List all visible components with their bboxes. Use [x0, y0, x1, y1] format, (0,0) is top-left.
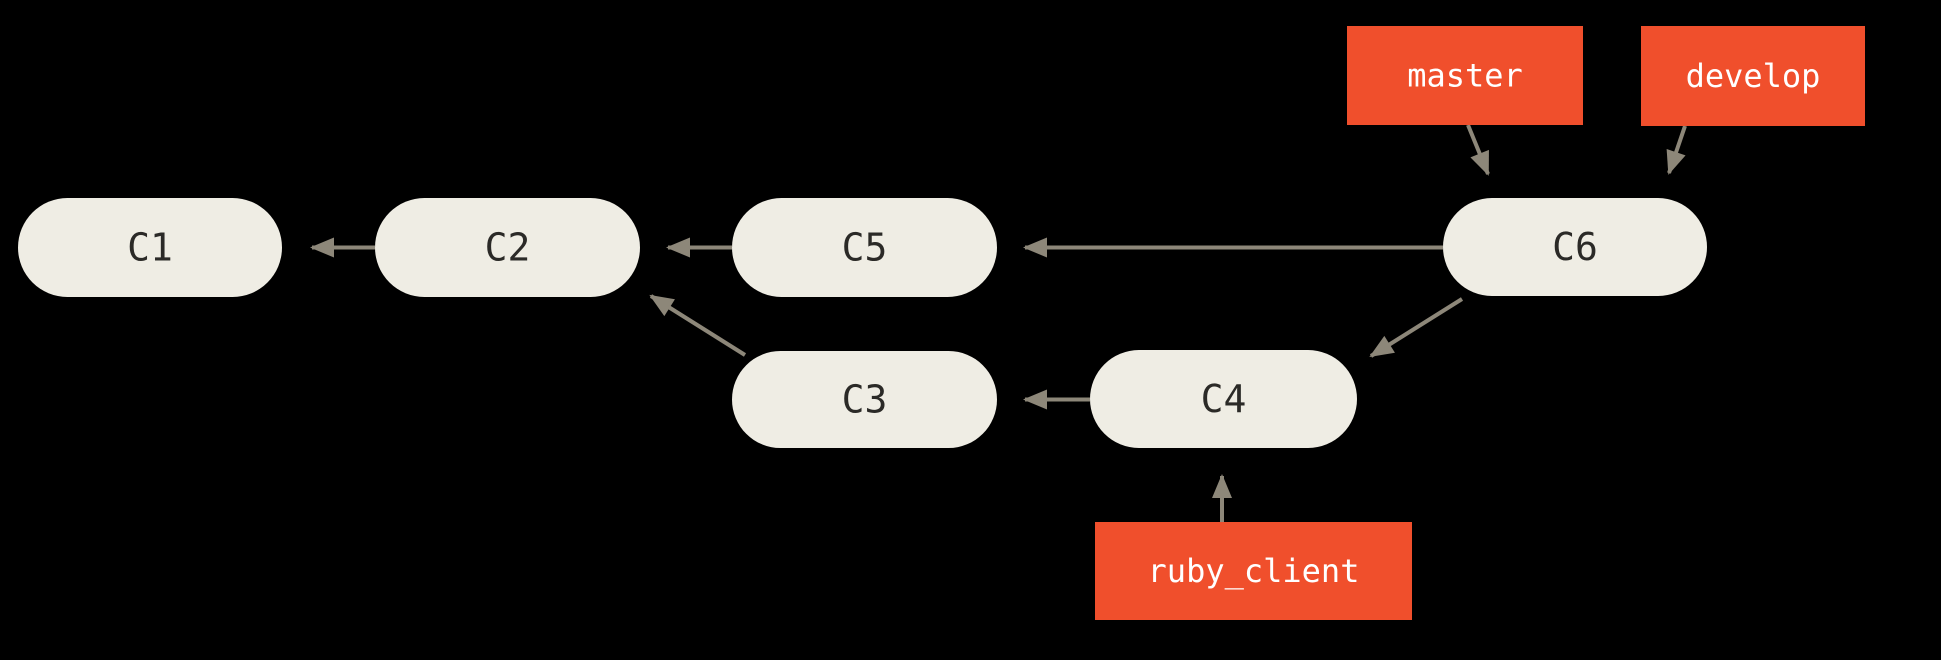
edges	[310, 124, 1687, 522]
commit-node-c4: C4	[1090, 350, 1357, 448]
commit-node-c2: C2	[375, 198, 640, 297]
branch-label-develop: develop	[1641, 26, 1865, 126]
commit-node-c6: C6	[1443, 198, 1707, 296]
edge-c6-to-c4	[1369, 297, 1464, 358]
branch-label-box	[1641, 26, 1865, 126]
edge-c3-to-c2	[649, 294, 747, 357]
commit-node-c3: C3	[732, 351, 997, 448]
commit-node-label: C5	[842, 226, 888, 270]
edge-master-to-c6	[1466, 124, 1490, 176]
branch-label-text: develop	[1686, 57, 1821, 95]
branch-label-box	[1347, 26, 1583, 125]
branch-label-text: master	[1407, 57, 1523, 95]
commit-node-label: C3	[842, 378, 888, 422]
commit-node-pill	[18, 198, 282, 297]
commit-node-label: C2	[485, 226, 531, 270]
commit-node-label: C4	[1201, 377, 1247, 421]
commit-node-label: C1	[127, 226, 173, 270]
branch-label-text: ruby_client	[1148, 552, 1360, 590]
branch-label-ruby-client: ruby_client	[1095, 522, 1412, 620]
commit-node-pill	[732, 351, 997, 448]
commit-node-c1: C1	[18, 198, 282, 297]
commit-node-pill	[732, 198, 997, 297]
edge-develop-to-c6	[1666, 125, 1687, 175]
commit-node-pill	[375, 198, 640, 297]
commit-node-pill	[1090, 350, 1357, 448]
branch-label-box	[1095, 522, 1412, 620]
branch-label-master: master	[1347, 26, 1583, 125]
commit-node-pill	[1443, 198, 1707, 296]
commit-node-label: C6	[1552, 225, 1598, 269]
commit-node-c5: C5	[732, 198, 997, 297]
